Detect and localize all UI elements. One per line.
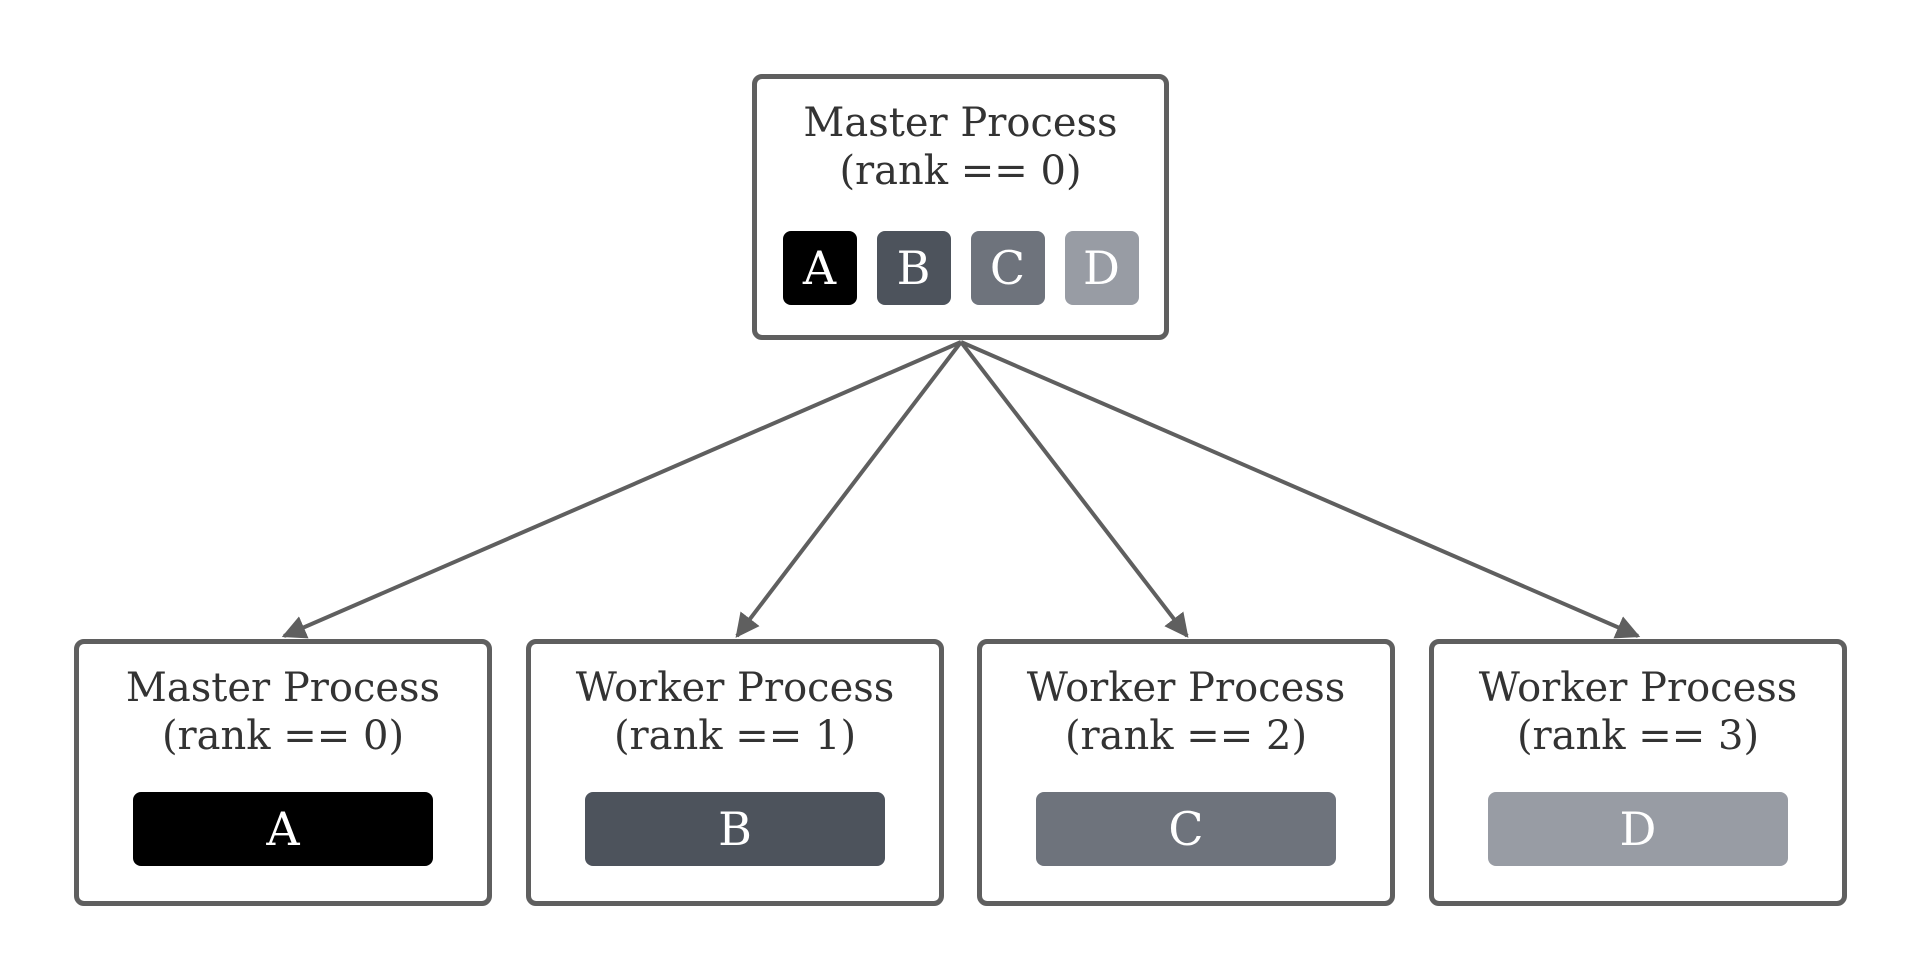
child-title-line2: (rank == 3) [1516,713,1760,759]
root-master-node: Master Process (rank == 0) A B C D [752,74,1169,340]
child-title-line1: Worker Process [1026,665,1346,711]
child-title-line1: Worker Process [575,665,895,711]
child-node-rank-1: Worker Process (rank == 1) B [526,639,944,906]
chunk-chip-c: C [970,231,1045,305]
child-node-rank-0: Master Process (rank == 0) A [74,639,492,906]
chunk-chip-d: D [1064,231,1139,305]
arrow-to-worker-1 [735,340,963,638]
child-title-line2: (rank == 0) [161,713,405,759]
root-title-line2: (rank == 0) [839,148,1082,194]
chunk-bar-a: A [133,792,433,866]
arrow-to-worker-3 [960,340,1641,639]
child-title-line1: Worker Process [1478,665,1798,711]
child-title-line1: Master Process [125,665,441,711]
chunk-bar-d: D [1488,792,1788,866]
root-title-line1: Master Process [803,100,1118,146]
chunk-chip-b: B [876,231,951,305]
arrow-to-master-0 [281,340,962,639]
arrow-to-worker-2 [959,340,1189,638]
root-chunk-row: A B C D [757,231,1164,305]
chunk-bar-c: C [1036,792,1336,866]
child-node-rank-2: Worker Process (rank == 2) C [977,639,1395,906]
child-title-line2: (rank == 2) [1064,713,1308,759]
chunk-bar-b: B [585,792,885,866]
child-title-line2: (rank == 1) [613,713,857,759]
chunk-chip-a: A [782,231,857,305]
child-node-rank-3: Worker Process (rank == 3) D [1429,639,1847,906]
